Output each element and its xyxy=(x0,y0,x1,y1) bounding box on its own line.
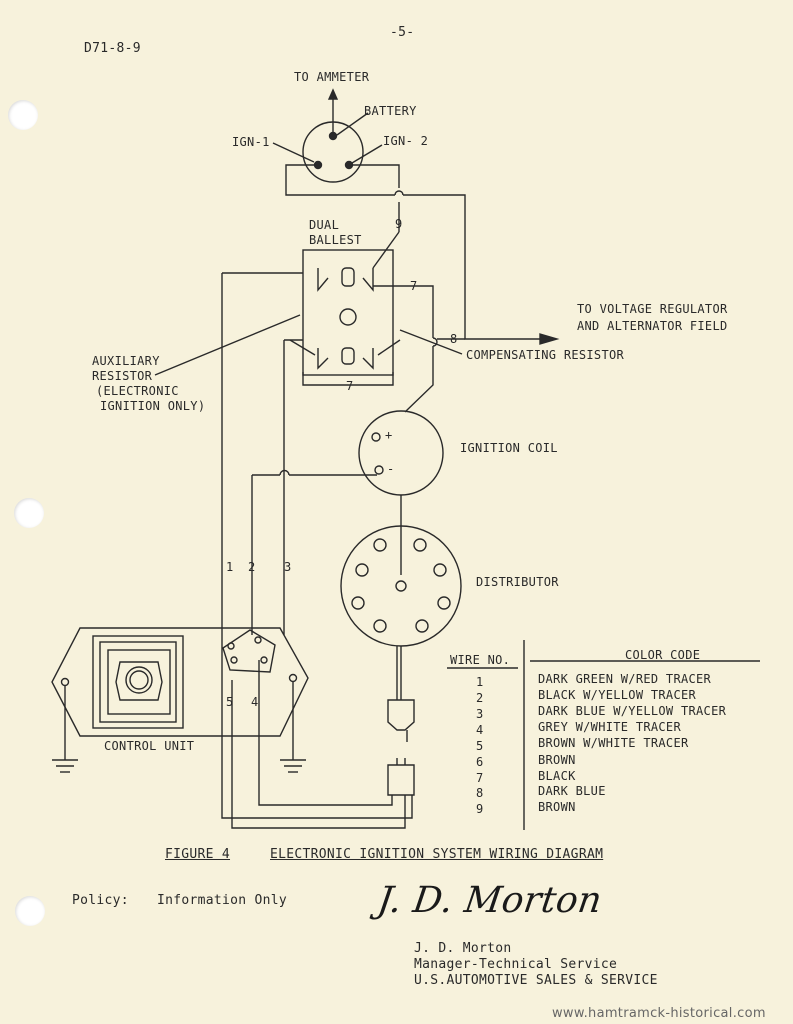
wire-5-label: 5 xyxy=(226,695,234,709)
wire-7a-label: 7 xyxy=(410,279,418,293)
wire-1 xyxy=(221,273,413,819)
wire-1-label: 1 xyxy=(226,560,234,574)
wire-2-label: 2 xyxy=(248,560,256,574)
watermark: www.hamtramck-historical.com xyxy=(552,1006,766,1021)
comp-resistor-label: COMPENSATING RESISTOR xyxy=(466,348,625,362)
table-row-no: 3 xyxy=(476,707,484,721)
ign2-label: IGN- 2 xyxy=(383,134,429,148)
table-row-color: BROWN xyxy=(538,753,576,767)
coil-plus: + xyxy=(385,428,393,442)
ballest-label: BALLEST xyxy=(309,233,362,247)
table-header-color: COLOR CODE xyxy=(625,648,701,662)
signer-title: Manager-Technical Service xyxy=(414,957,618,972)
wire-7b-label: 7 xyxy=(346,379,354,393)
table-row-no: 2 xyxy=(476,691,484,705)
table-row-no: 1 xyxy=(476,675,484,689)
signer-company: U.S.AUTOMOTIVE SALES & SERVICE xyxy=(414,973,658,988)
table-row-color: BLACK xyxy=(538,769,576,783)
wire-4-label: 4 xyxy=(251,695,259,709)
distributor-connector xyxy=(387,699,415,742)
distributor-label: DISTRIBUTOR xyxy=(476,575,559,589)
wire-9-label: 9 xyxy=(395,217,403,231)
figure-title: ELECTRONIC IGNITION SYSTEM WIRING DIAGRA… xyxy=(270,847,604,862)
comp-resistor-leader xyxy=(399,329,463,355)
page-number: -5- xyxy=(390,25,415,40)
signer-name: J. D. Morton xyxy=(414,941,512,956)
dual-ballast-resistor xyxy=(289,231,401,376)
aux-line2: RESISTOR xyxy=(92,369,153,383)
coil-minus: - xyxy=(387,462,395,476)
wire-5 xyxy=(231,680,406,829)
aux-resistor-leader xyxy=(154,314,301,376)
ground-symbol-right xyxy=(280,759,306,773)
doc-id: D71-8-9 xyxy=(84,41,141,56)
table-row-no: 4 xyxy=(476,723,484,737)
punch-hole-bottom xyxy=(15,896,45,926)
table-row-color: BLACK W/YELLOW TRACER xyxy=(538,688,697,702)
table-row-no: 7 xyxy=(476,771,484,785)
to-vr-line1: TO VOLTAGE REGULATOR xyxy=(577,302,728,316)
wire-4 xyxy=(258,660,393,806)
policy-label: Policy: xyxy=(72,893,129,908)
table-row-color: DARK BLUE W/YELLOW TRACER xyxy=(538,704,727,718)
table-row-color: DARK BLUE xyxy=(538,784,606,798)
wire-to-coil-plus xyxy=(404,346,434,413)
table-row-no: 9 xyxy=(476,802,484,816)
to-vr-line2: AND ALTERNATOR FIELD xyxy=(577,319,728,333)
figure-number: FIGURE 4 xyxy=(165,847,231,862)
table-row-no: 5 xyxy=(476,739,484,753)
control-unit xyxy=(51,627,309,760)
table-header-wire: WIRE NO. xyxy=(450,653,511,667)
dual-label: DUAL xyxy=(309,218,340,232)
table-row-no: 6 xyxy=(476,755,484,769)
table-row-no: 8 xyxy=(476,786,484,800)
aux-line4: IGNITION ONLY) xyxy=(100,399,206,413)
aux-line3: (ELECTRONIC xyxy=(96,384,179,398)
to-voltage-regulator-arrow xyxy=(539,333,560,345)
distributor xyxy=(340,525,462,700)
ignition-coil xyxy=(358,410,444,575)
table-row-color: DARK GREEN W/RED TRACER xyxy=(538,672,712,686)
aux-line1: AUXILIARY xyxy=(92,354,160,368)
to-ammeter-label: TO AMMETER xyxy=(294,70,370,84)
table-row-color: BROWN W/WHITE TRACER xyxy=(538,736,689,750)
battery-label: BATTERY xyxy=(364,104,417,118)
ignition-coil-label: IGNITION COIL xyxy=(460,441,558,455)
ignition-switch xyxy=(272,88,540,340)
control-unit-connector xyxy=(387,758,415,796)
signature-script: J. D. Morton xyxy=(375,880,605,921)
ign1-label: IGN-1 xyxy=(232,135,270,149)
policy-value: Information Only xyxy=(157,893,288,908)
ground-symbol-left xyxy=(52,759,78,773)
table-row-color: BROWN xyxy=(538,800,576,814)
wire-7-top xyxy=(373,285,434,338)
wire-8-label: 8 xyxy=(450,332,458,346)
wire-3-label: 3 xyxy=(284,560,292,574)
control-unit-label: CONTROL UNIT xyxy=(104,739,195,753)
punch-hole-middle xyxy=(14,498,44,528)
wire-7-bottom xyxy=(302,372,394,386)
table-row-color: GREY W/WHITE TRACER xyxy=(538,720,681,734)
punch-hole-top xyxy=(8,100,38,130)
